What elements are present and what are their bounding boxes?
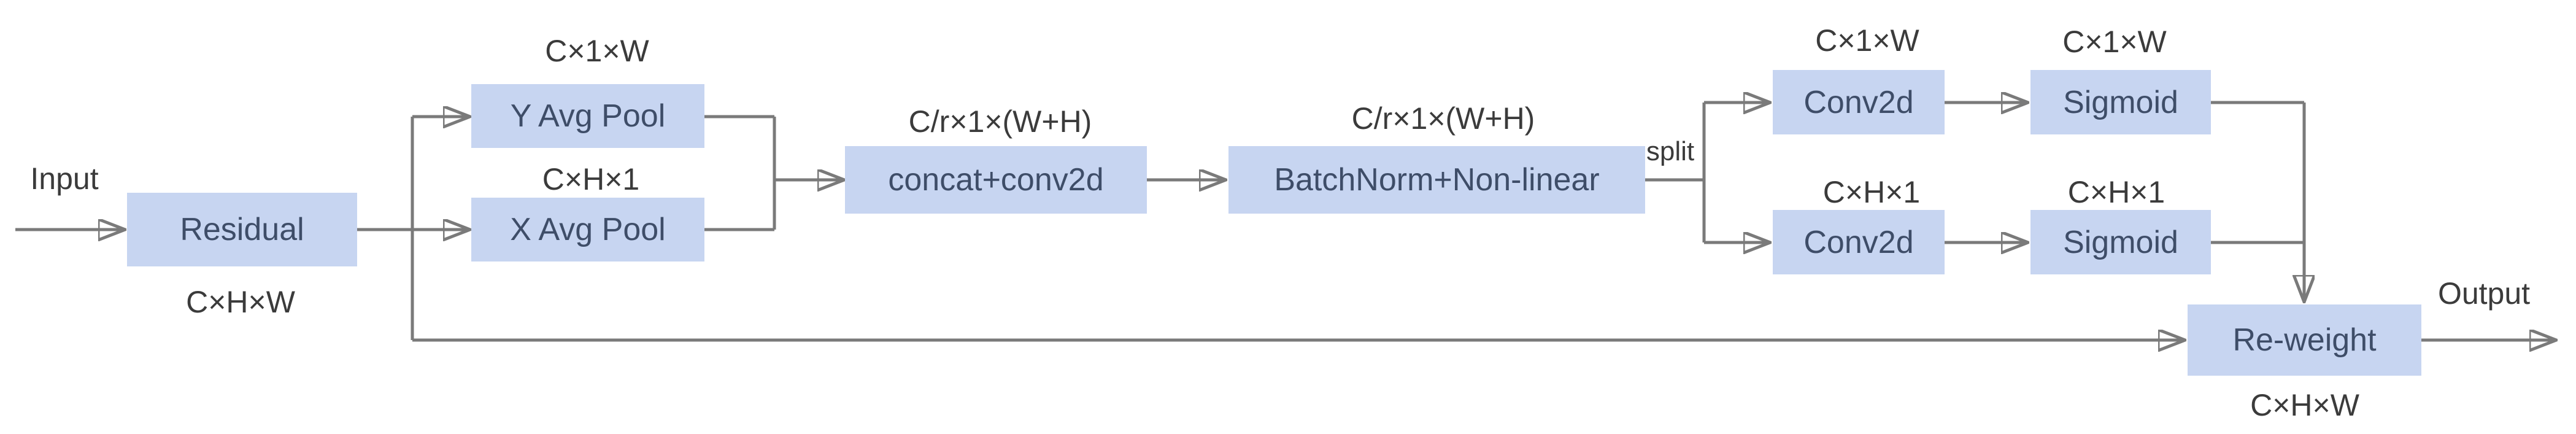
- dim-label-conv-top: C×1×W: [1815, 23, 1919, 58]
- dim-label-x-pool: C×H×1: [542, 162, 640, 196]
- node-concat-conv2d: concat+conv2d: [845, 146, 1147, 214]
- dim-label-residual: C×H×W: [186, 285, 295, 319]
- node-y-avg-pool: Y Avg Pool: [471, 84, 704, 148]
- dim-label-sigmoid-bottom: C×H×1: [2067, 175, 2165, 209]
- node-x-avg-pool: X Avg Pool: [471, 198, 704, 262]
- node-conv2d-bottom: Conv2d: [1773, 210, 1945, 274]
- node-sigmoid-top: Sigmoid: [2030, 70, 2211, 134]
- node-residual: Residual: [127, 193, 357, 266]
- dim-label-concat: C/r×1×(W+H): [908, 104, 1092, 139]
- dim-label-reweight: C×H×W: [2250, 388, 2359, 422]
- dim-label-y-pool: C×1×W: [545, 34, 649, 68]
- output-label: Output: [2437, 276, 2531, 311]
- dim-label-batchnorm: C/r×1×(W+H): [1351, 101, 1535, 136]
- dim-label-conv-bottom: C×H×1: [1822, 175, 1921, 209]
- node-batchnorm-nonlinear: BatchNorm+Non-linear: [1228, 146, 1645, 214]
- node-sigmoid-bottom: Sigmoid: [2030, 210, 2211, 274]
- node-conv2d-top: Conv2d: [1773, 70, 1945, 134]
- split-label: split: [1646, 136, 1695, 166]
- dim-label-sigmoid-top: C×1×W: [2062, 25, 2167, 59]
- node-reweight: Re-weight: [2188, 304, 2421, 376]
- input-label: Input: [30, 161, 99, 196]
